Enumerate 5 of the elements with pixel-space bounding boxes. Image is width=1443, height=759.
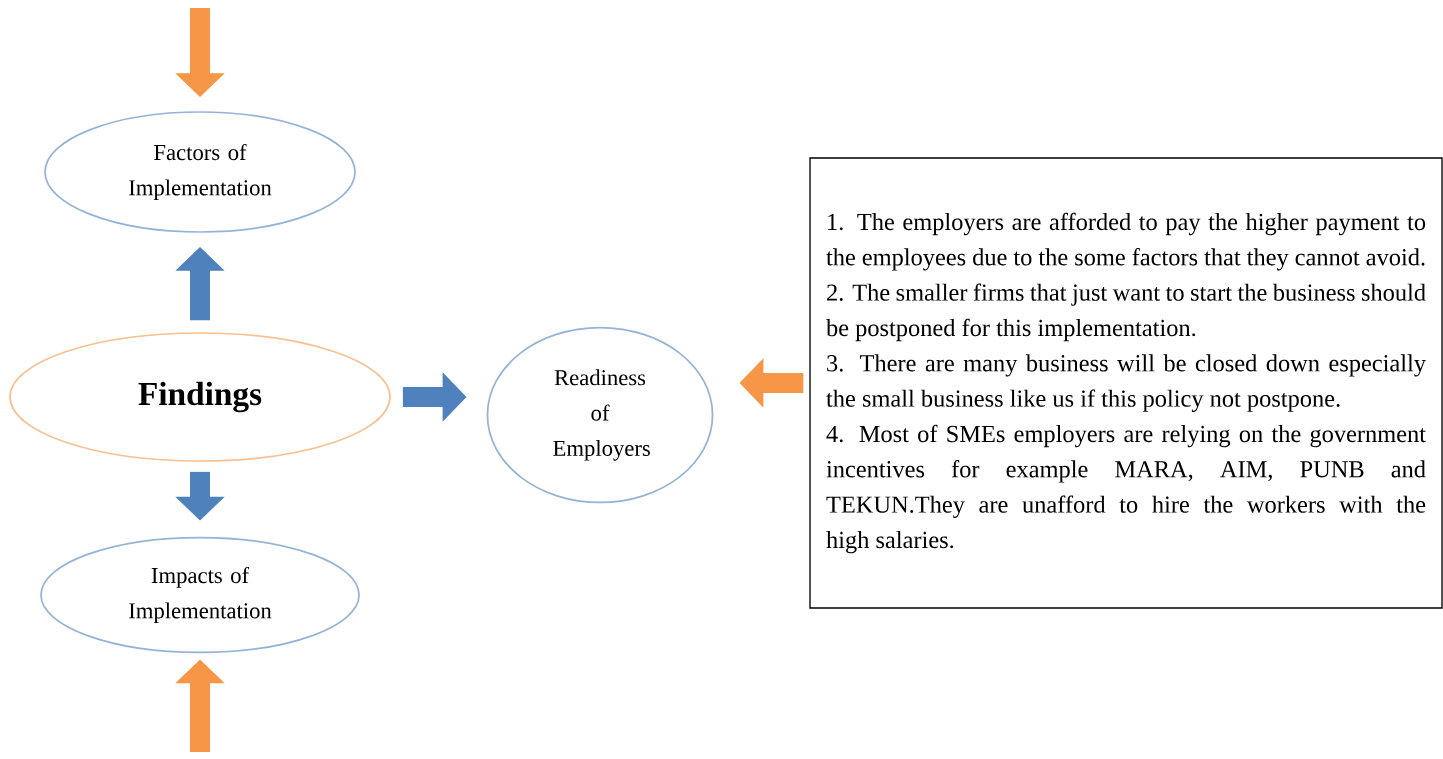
oval: Readiness of Employers <box>486 326 714 504</box>
oval: Findings <box>9 332 391 462</box>
text-box: 1. The employers are afforded to pay the higher payment to the employees due to the some factors that they cannot avoid. 2. The smaller firms that just want to start the business should be postponed for this implementation. 3. There are many business will be closed down especially the small business like us if this policy not postpone. 4. Most of SMEs employers are relying on the government incentives for example MARA, AIM, PUNB and TEKUN.They are unafford to hire the workers with the high salaries. <box>809 157 1443 609</box>
oval: Impacts of Implementation <box>40 536 360 654</box>
oval: Factors of Implementation <box>44 111 356 233</box>
